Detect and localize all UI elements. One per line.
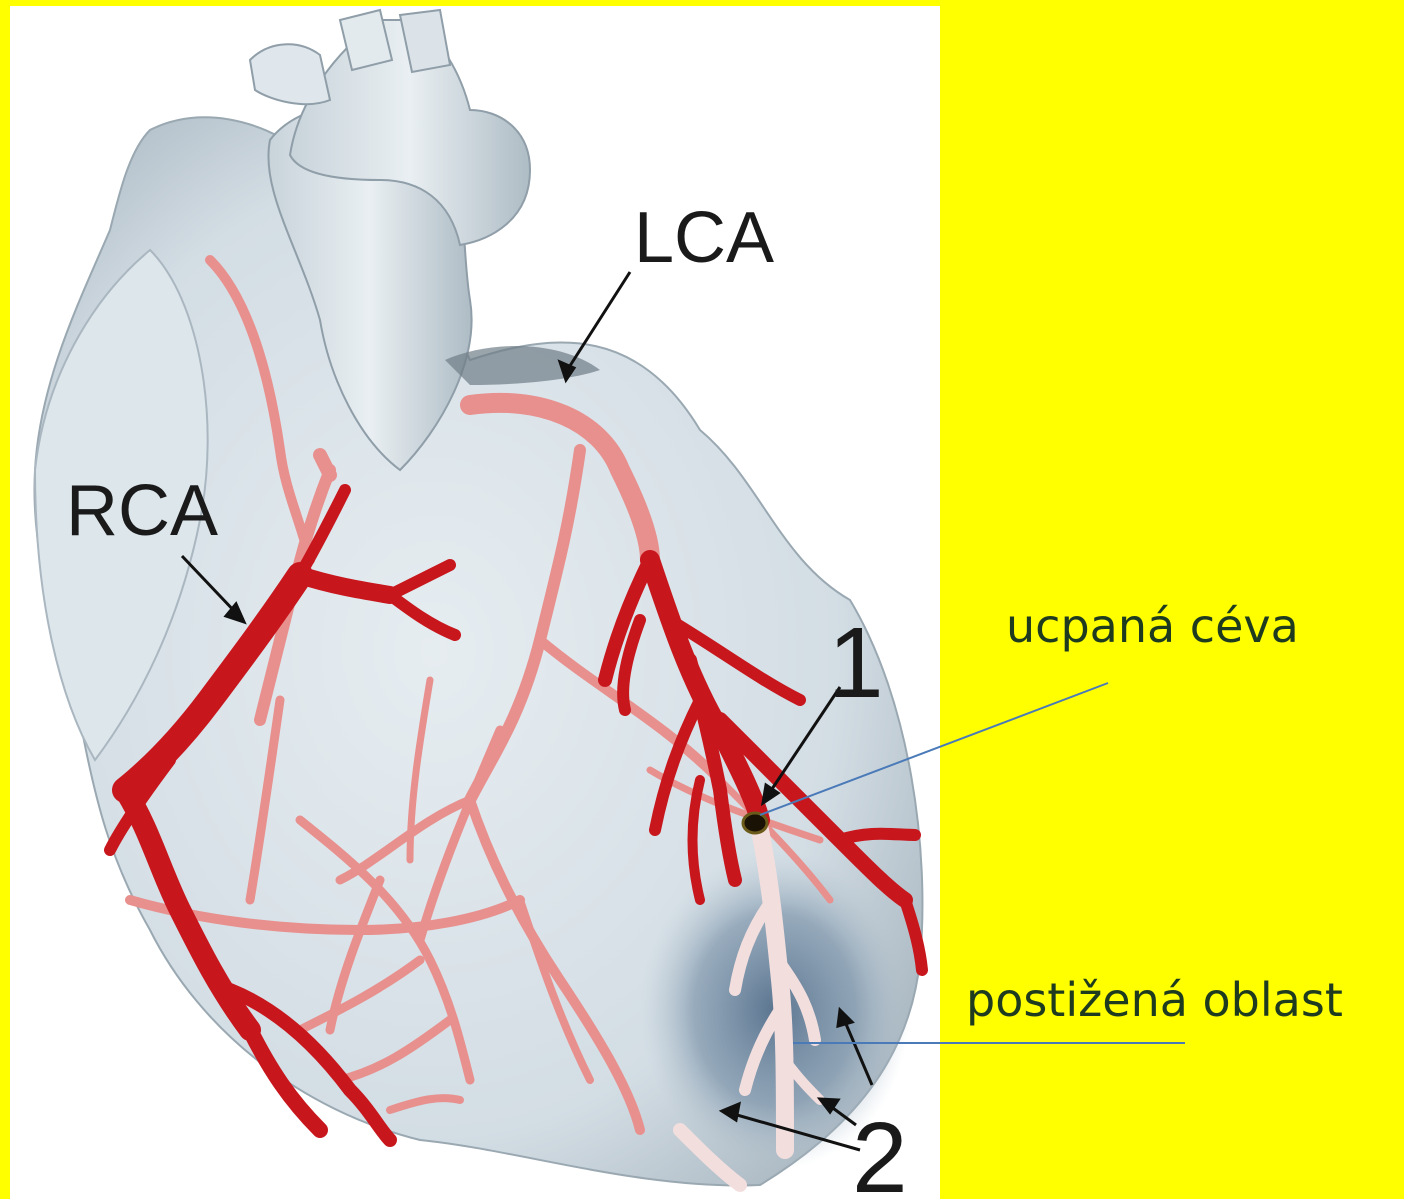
label-lca: LCA xyxy=(634,198,774,278)
aortic-branch-1 xyxy=(250,44,330,104)
label-rca: RCA xyxy=(66,471,218,551)
marker-1: 1 xyxy=(828,607,884,719)
marker-2: 2 xyxy=(852,1102,908,1199)
callout-blocked-vessel: ucpaná céva xyxy=(1006,603,1299,649)
occlusion-plug xyxy=(743,813,767,833)
callout-affected-area: postižená oblast xyxy=(966,977,1343,1023)
